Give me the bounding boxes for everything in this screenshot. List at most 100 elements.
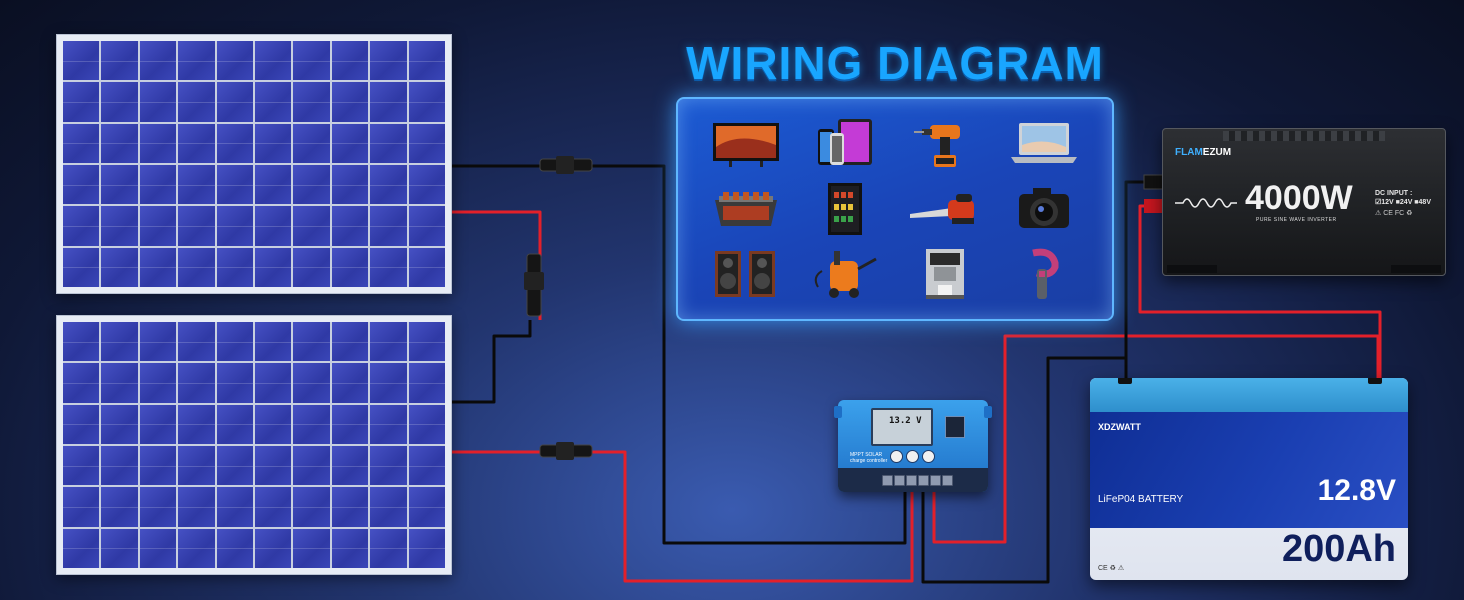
solar-cell bbox=[216, 322, 254, 362]
solar-cell bbox=[255, 363, 292, 403]
solar-cell bbox=[255, 487, 292, 527]
appliances-panel bbox=[676, 97, 1114, 321]
hair-dryer-icon bbox=[1007, 247, 1081, 301]
chainsaw-icon bbox=[908, 182, 982, 236]
battery-capacity: 200Ah bbox=[1281, 528, 1396, 570]
solar-cell bbox=[408, 363, 446, 403]
grill-icon bbox=[709, 182, 783, 236]
controller-display-value: 13.2 V bbox=[889, 416, 922, 426]
solar-cell bbox=[101, 123, 139, 163]
solar-cell bbox=[139, 123, 177, 163]
solar-cell bbox=[293, 322, 331, 362]
laptop-icon bbox=[1007, 117, 1081, 171]
controller-lcd: 13.2 V bbox=[871, 408, 933, 446]
solar-cell bbox=[63, 164, 100, 205]
inverter-brand: FLAMEZUM bbox=[1175, 147, 1231, 158]
solar-cell bbox=[178, 528, 216, 568]
sine-wave-icon bbox=[1175, 198, 1237, 208]
solar-cell bbox=[178, 445, 216, 486]
controller-button-1[interactable] bbox=[890, 450, 903, 463]
solar-cell bbox=[101, 206, 139, 246]
inverter-foot-left bbox=[1167, 265, 1217, 273]
usb-port-icon bbox=[945, 416, 965, 438]
solar-cell bbox=[408, 206, 446, 246]
battery-cert-icons: CE ♻ ⚠ bbox=[1098, 565, 1125, 572]
solar-cell bbox=[216, 123, 254, 163]
mc4-connector-panel2 bbox=[539, 442, 593, 460]
solar-cell bbox=[101, 41, 139, 81]
solar-cell bbox=[139, 528, 177, 568]
inverter-brand-prefix: FLAM bbox=[1175, 147, 1203, 158]
solar-cell bbox=[370, 445, 408, 486]
solar-cell bbox=[216, 404, 254, 444]
inverter: FLAMEZUM 4000W PURE SINE WAVE INVERTER D… bbox=[1162, 128, 1446, 276]
controller-button-3[interactable] bbox=[922, 450, 935, 463]
solar-cell bbox=[63, 445, 100, 486]
solar-cell bbox=[370, 487, 408, 527]
solar-cell bbox=[293, 247, 331, 287]
solar-cell bbox=[255, 206, 292, 246]
solar-cell bbox=[408, 404, 446, 444]
solar-cell bbox=[178, 404, 216, 444]
inverter-terminal-negative bbox=[1143, 174, 1165, 190]
controller-label-main: MPPT SOLAR bbox=[850, 452, 883, 458]
solar-cell bbox=[216, 206, 254, 246]
solar-cell bbox=[63, 123, 100, 163]
solar-cell bbox=[370, 322, 408, 362]
solar-cell bbox=[139, 322, 177, 362]
controller-terminal bbox=[906, 475, 917, 486]
solar-cell bbox=[63, 487, 100, 527]
solar-cell bbox=[408, 41, 446, 81]
solar-cell bbox=[139, 404, 177, 444]
solar-cell bbox=[370, 247, 408, 287]
solar-cell bbox=[370, 363, 408, 403]
solar-cell bbox=[216, 41, 254, 81]
solar-cell bbox=[408, 487, 446, 527]
battery-label-band bbox=[1090, 412, 1408, 528]
solar-cell bbox=[331, 123, 369, 163]
solar-cell bbox=[255, 528, 292, 568]
inverter-dc-input-options: ☑12V ■24V ■48V bbox=[1375, 199, 1431, 206]
solar-cell bbox=[139, 164, 177, 205]
solar-panel-top bbox=[56, 34, 452, 294]
solar-cell bbox=[178, 206, 216, 246]
solar-cell bbox=[293, 206, 331, 246]
solar-cell bbox=[63, 363, 100, 403]
solar-cell bbox=[63, 404, 100, 444]
solar-cell bbox=[255, 445, 292, 486]
controller-button-2[interactable] bbox=[906, 450, 919, 463]
solar-cell bbox=[370, 41, 408, 81]
solar-cell bbox=[139, 487, 177, 527]
tv-icon bbox=[709, 117, 783, 171]
controller-label: MPPT SOLAR charge controller bbox=[850, 452, 887, 464]
solar-panel-bottom bbox=[56, 315, 452, 575]
solar-cell bbox=[139, 363, 177, 403]
solar-cell bbox=[331, 322, 369, 362]
solar-cell bbox=[139, 82, 177, 122]
solar-cell bbox=[139, 41, 177, 81]
inverter-brand-suffix: EZUM bbox=[1202, 147, 1232, 158]
solar-cell bbox=[331, 164, 369, 205]
solar-cell bbox=[216, 528, 254, 568]
solar-cell bbox=[63, 41, 100, 81]
battery-brand: XDZWATT bbox=[1098, 422, 1141, 432]
solar-cell bbox=[63, 206, 100, 246]
solar-cell bbox=[408, 82, 446, 122]
solar-cell bbox=[178, 82, 216, 122]
solar-cell bbox=[216, 247, 254, 287]
inverter-wattage: 4000W bbox=[1245, 179, 1353, 217]
solar-cell bbox=[216, 164, 254, 205]
solar-cell bbox=[101, 445, 139, 486]
solar-cell bbox=[101, 322, 139, 362]
controller-terminal bbox=[930, 475, 941, 486]
solar-cell bbox=[216, 82, 254, 122]
solar-cell bbox=[139, 445, 177, 486]
certification-icons: ⚠ CE FC ♻ bbox=[1375, 210, 1413, 217]
solar-cell bbox=[101, 164, 139, 205]
solar-cell bbox=[408, 445, 446, 486]
solar-cell bbox=[370, 123, 408, 163]
solar-cell bbox=[216, 363, 254, 403]
solar-cell bbox=[331, 487, 369, 527]
solar-cell bbox=[293, 528, 331, 568]
solar-cell bbox=[178, 322, 216, 362]
